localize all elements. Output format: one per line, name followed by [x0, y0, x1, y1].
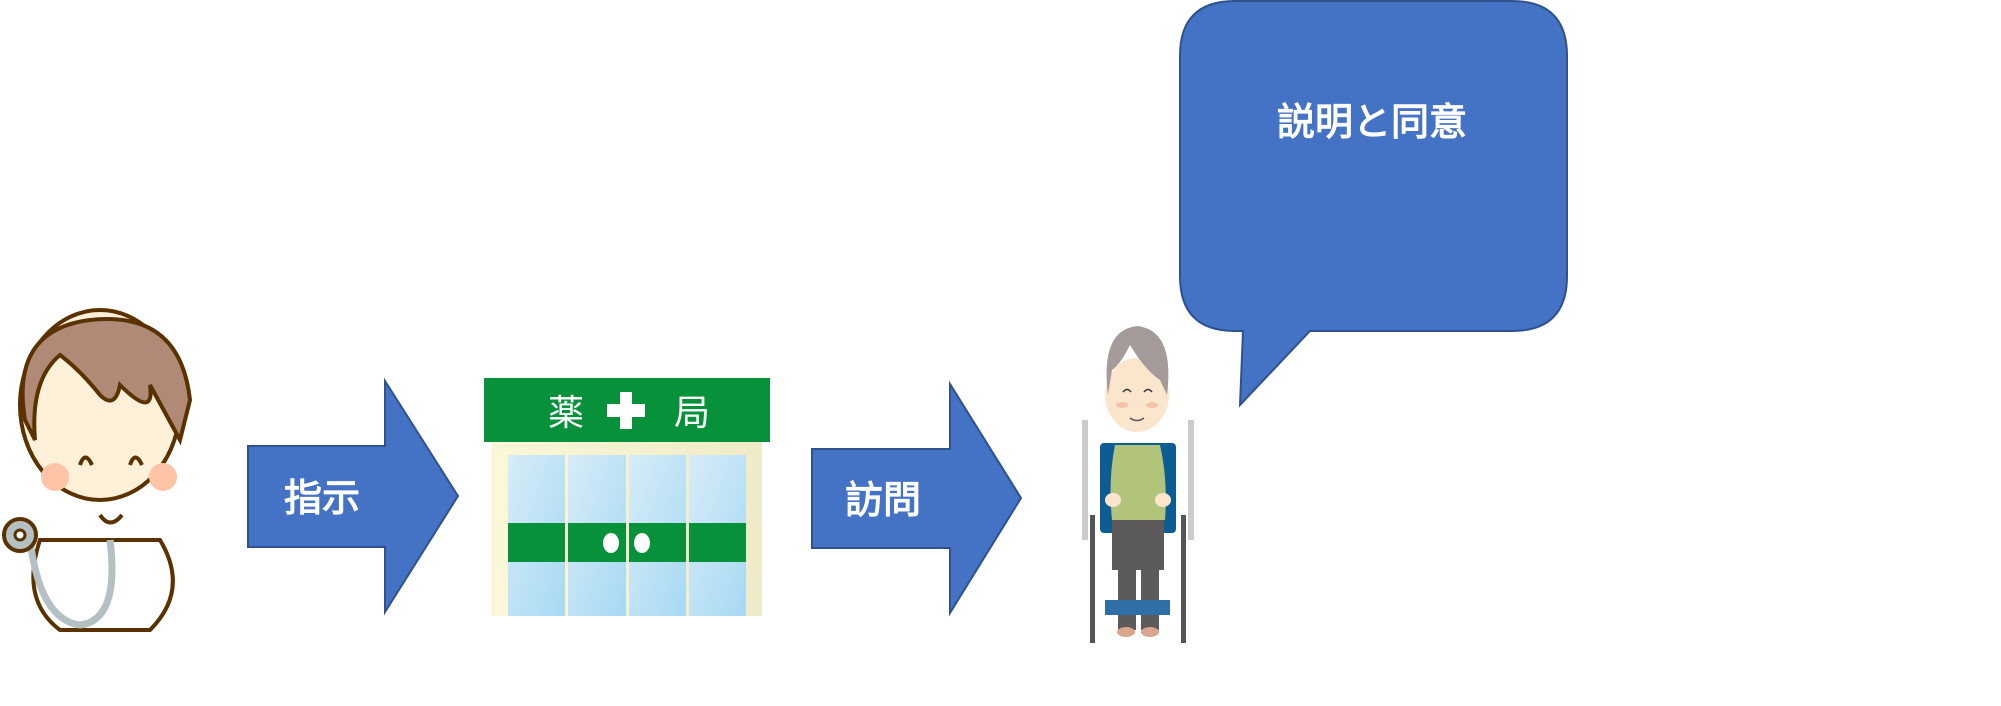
patient-in-wheelchair-illustration	[1082, 326, 1194, 643]
consent-label: 説明と同意	[1277, 100, 1467, 144]
cross-icon	[607, 392, 645, 429]
visit-arrow: 訪問	[811, 380, 1023, 617]
visit-label: 訪問	[845, 478, 921, 522]
consent-speech-bubble: 説明と同意	[1179, 0, 1568, 408]
instruction-arrow: 指示	[247, 377, 460, 616]
pharmacy-sign-left: 薬	[548, 393, 584, 434]
doctor-illustration	[2, 308, 193, 632]
pharmacy-sign-right: 局	[674, 393, 710, 434]
instruction-label: 指示	[284, 476, 360, 520]
pharmacy-illustration: 薬 局	[484, 378, 770, 616]
